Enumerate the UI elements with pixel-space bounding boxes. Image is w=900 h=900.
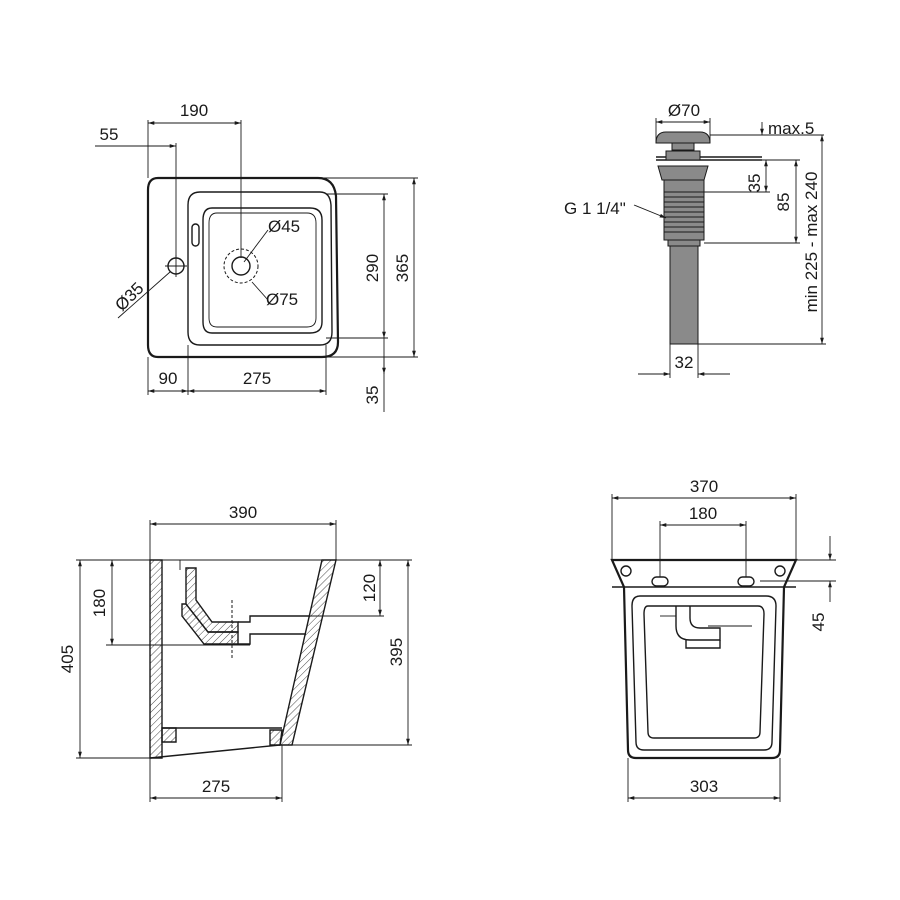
dim-d35: Ø35 <box>111 279 147 315</box>
dim-55: 55 <box>100 125 119 144</box>
dim-190: 190 <box>180 101 208 120</box>
drain-view: Ø70 max.5 35 85 min 225 - max 240 G 1 1/… <box>564 101 826 378</box>
thread-label: G 1 1/4" <box>564 199 626 218</box>
drain-pipe <box>669 245 699 345</box>
dim-d45: Ø45 <box>268 217 300 236</box>
mount-hole-right <box>774 565 786 577</box>
dim-45: 45 <box>809 613 828 632</box>
bowl-inner <box>202 207 323 334</box>
dim-90: 90 <box>159 369 178 388</box>
dim-minmax: min 225 - max 240 <box>802 172 821 313</box>
drain-hole <box>231 256 251 276</box>
dim-35b: 35 <box>363 386 382 405</box>
dim-max5: max.5 <box>768 119 814 138</box>
dim-303: 303 <box>690 777 718 796</box>
drain-cap <box>655 131 711 144</box>
dim-32: 32 <box>675 353 694 372</box>
side-section-view: 390 180 405 120 395 275 <box>58 503 412 802</box>
side-back-wall <box>149 559 163 759</box>
dim-275: 275 <box>243 369 271 388</box>
dim-365: 365 <box>393 254 412 282</box>
dim-395: 395 <box>387 638 406 666</box>
fix-slot-left <box>651 576 669 587</box>
dim-35: 35 <box>745 174 764 193</box>
dim-180: 180 <box>90 589 109 617</box>
dim-d70: Ø70 <box>668 101 700 120</box>
drain-ring <box>223 248 259 284</box>
dim-180b: 180 <box>689 504 717 523</box>
drain-thread <box>663 191 705 241</box>
top-view: 190 55 Ø45 Ø75 Ø35 290 365 35 90 275 <box>95 101 418 412</box>
basin-outline <box>146 176 340 359</box>
overflow-slot <box>191 223 200 247</box>
rear-view: 370 180 45 303 <box>610 477 836 802</box>
fix-slot-right <box>737 576 755 587</box>
bowl-rim <box>187 191 333 346</box>
dim-85: 85 <box>774 193 793 212</box>
rear-outline <box>610 558 798 760</box>
side-front-wall <box>279 559 337 746</box>
dim-370: 370 <box>690 477 718 496</box>
dim-275b: 275 <box>202 777 230 796</box>
mount-hole-left <box>620 565 632 577</box>
dim-d75: Ø75 <box>266 290 298 309</box>
dim-120: 120 <box>360 574 379 602</box>
rear-cavity <box>631 595 777 751</box>
dim-290: 290 <box>363 254 382 282</box>
dim-405: 405 <box>58 645 77 673</box>
dim-390: 390 <box>229 503 257 522</box>
